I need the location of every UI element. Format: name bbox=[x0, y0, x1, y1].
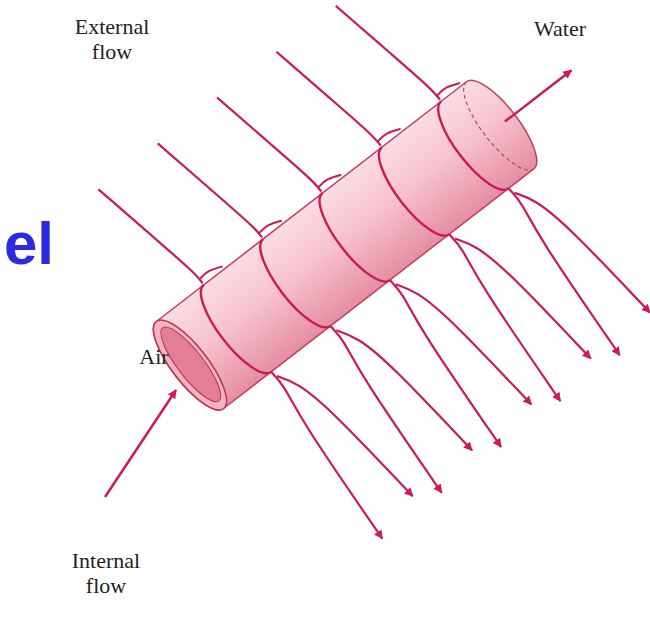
air-label: Air bbox=[132, 344, 176, 369]
pipe-far-end bbox=[452, 82, 534, 180]
incoming-air-arrow bbox=[336, 0, 440, 115]
flow-ring bbox=[249, 239, 331, 337]
flow-ring bbox=[368, 147, 450, 245]
incoming-air-arrow bbox=[217, 82, 321, 206]
water-arrow bbox=[505, 70, 571, 121]
slide-title-fragment: el bbox=[4, 214, 94, 274]
flow-rings bbox=[190, 101, 509, 382]
pipe-body bbox=[142, 71, 548, 420]
outgoing-air-arrow bbox=[514, 172, 650, 334]
flow-ring bbox=[308, 193, 390, 291]
water-label: Water bbox=[520, 16, 600, 41]
outgoing-air-arrow bbox=[455, 218, 591, 380]
external-flow-exit-arrows bbox=[260, 166, 650, 538]
pipe bbox=[57, 0, 650, 578]
incoming-air-arrow bbox=[276, 36, 380, 160]
outgoing-air-arrow bbox=[396, 264, 532, 426]
external-flow-label: External flow bbox=[62, 14, 162, 65]
flow-ring bbox=[427, 101, 509, 199]
outgoing-air-arrow bbox=[336, 309, 472, 471]
incoming-air-arrow bbox=[158, 128, 262, 252]
outgoing-air-arrow bbox=[277, 355, 413, 517]
internal-flow-arrow bbox=[105, 390, 176, 497]
internal-flow-label: Internal flow bbox=[58, 548, 154, 599]
flow-ring bbox=[190, 285, 272, 383]
incoming-air-arrow bbox=[98, 174, 202, 298]
